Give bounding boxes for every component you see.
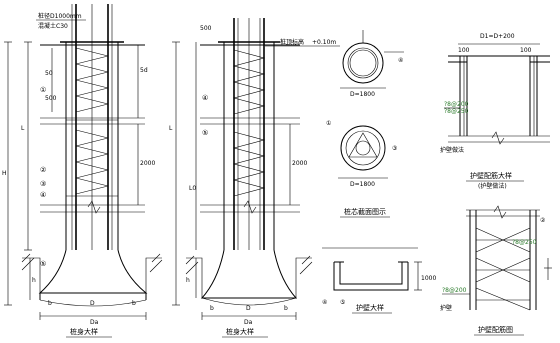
mid-base-d: D	[246, 305, 251, 312]
mid-base-b2: b	[284, 305, 288, 312]
wall-bottom-title: 护壁配筋图	[478, 325, 513, 334]
left-base-da: Da	[90, 319, 99, 326]
mid-dim-l: L	[169, 125, 173, 132]
wall-small-section: 1000 ④ ⑤ 护壁大样	[322, 247, 436, 314]
left-base-h: h	[32, 277, 36, 284]
wall-detail-top: D1=D+200 100 100 ?8@200 ?8@250 护壁做法 护壁配筋…	[440, 33, 550, 190]
mid-elev-label: 桩顶标高	[280, 38, 304, 46]
mid-mark-2: ⑤	[202, 129, 208, 137]
section-2-mark-b: ③	[392, 145, 397, 152]
mid-base-b1: b	[210, 305, 214, 312]
section-2-dim: D=1800	[350, 181, 375, 188]
mid-elev-value: +0.10m	[312, 39, 336, 46]
small-mark-a: ④	[322, 299, 327, 306]
left-base-d: D	[90, 300, 95, 307]
wall-top-subtitle: (护壁做法)	[478, 182, 507, 190]
wall-note: 护壁做法	[440, 146, 464, 154]
left-mark-5: ⑤	[40, 260, 46, 268]
section-2-mark-a: ①	[326, 120, 331, 127]
left-note-line1: 桩径D1000mm	[38, 12, 82, 20]
wall-dim-a: 100	[458, 47, 470, 54]
mid-base-da: Da	[244, 319, 253, 326]
small-title: 护壁大样	[356, 303, 384, 312]
left-title: 桩身大样	[70, 327, 98, 336]
wall-bottom-note: 护壁	[440, 304, 452, 312]
left-dim-5d: 5d	[140, 67, 148, 74]
left-mark-1: ①	[40, 86, 46, 94]
left-mark-4: ④	[40, 191, 46, 199]
mid-top-dim: 500	[200, 25, 212, 32]
small-dim-h: 1000	[421, 275, 436, 282]
section-1-mark: ④	[398, 57, 403, 64]
left-note-line2: 混凝土C30	[38, 22, 68, 30]
wall-rebar-a: ?8@200	[444, 101, 469, 108]
pile-middle: L L0 500 桩顶标高 +0.10m 2000 ④ ⑤	[169, 18, 340, 338]
wall-bottom-rebar-b: ?8@200	[442, 287, 467, 294]
wall-detail-bottom: ② ?8@250 ?8@200 护壁 护壁配筋图	[440, 205, 552, 336]
mid-base-h: h	[186, 277, 190, 284]
mid-title: 桩身大样	[226, 327, 254, 336]
section-title: 桩芯截面图示	[344, 207, 386, 216]
wall-dim-top: D1=D+200	[480, 33, 515, 40]
wall-bottom-mark: ②	[540, 217, 546, 224]
wall-dim-b: 100	[520, 47, 532, 54]
left-dim-500: 500	[45, 95, 57, 102]
overall-height-label: H	[2, 170, 7, 177]
left-base-b1: b	[48, 300, 52, 307]
small-mark-b: ⑤	[340, 299, 345, 306]
left-mark-3: ③	[40, 180, 46, 188]
mid-mark-1: ④	[202, 94, 208, 102]
section-1-dim: D=1800	[350, 91, 375, 98]
pile-left: H L 桩径D1000mm 混凝土C30	[2, 4, 163, 338]
wall-top-title: 护壁配筋大样	[470, 171, 512, 180]
left-dim-50: 50	[45, 70, 53, 77]
left-base-b2: b	[132, 300, 136, 307]
section-views: D=1800 ④ D=1800 ① ③ 桩芯截面图示	[326, 30, 404, 218]
left-dim-2000: 2000	[140, 160, 155, 167]
mid-dim-2000: 2000	[292, 160, 307, 167]
left-mark-2: ②	[40, 166, 46, 174]
mid-dim-l0: L0	[189, 185, 196, 192]
wall-bottom-rebar-a: ?8@250	[512, 239, 537, 246]
left-dim-l: L	[21, 125, 25, 132]
wall-rebar-b: ?8@250	[444, 108, 469, 115]
